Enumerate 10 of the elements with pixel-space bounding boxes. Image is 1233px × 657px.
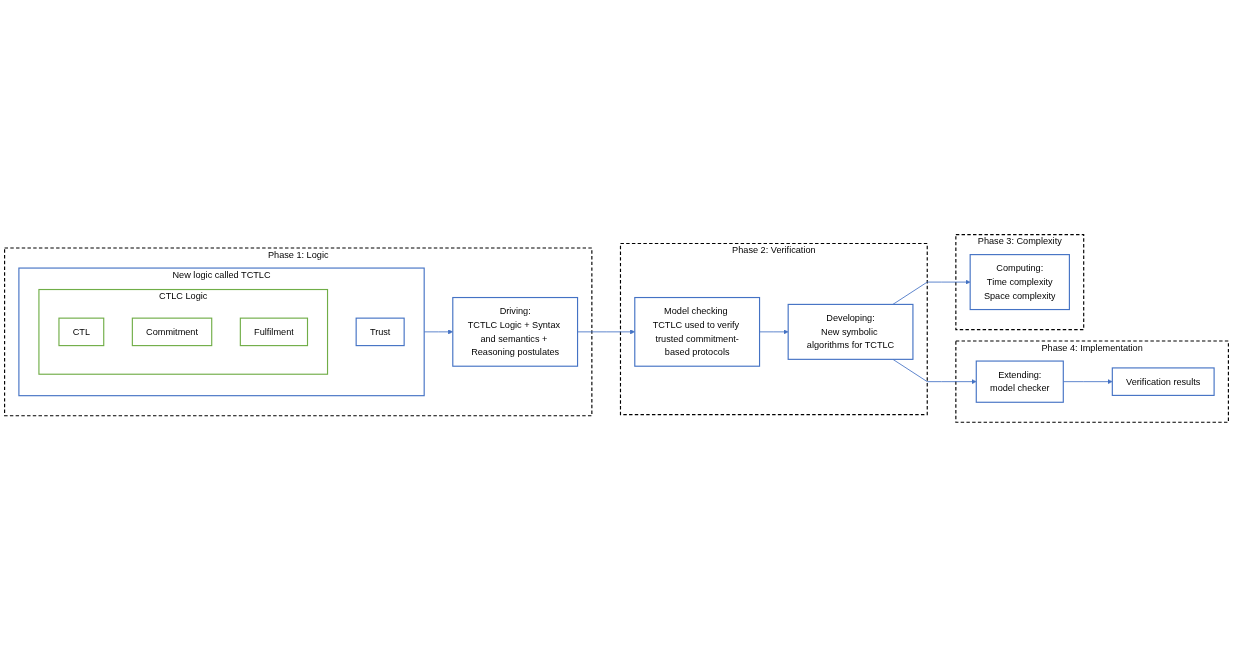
node-box: Fulfilment: [239, 317, 309, 347]
node-box: Trust: [355, 317, 405, 347]
node-box: Developing: New symbolic algorithms for TCTLC: [787, 303, 914, 360]
node-box: Verification results: [1111, 367, 1215, 397]
node-box: Commitment: [131, 317, 213, 347]
node-box: CTL: [58, 317, 105, 347]
node-box: Driving: TCTLC Logic + Syntax and semantics + Reasoning postulates: [452, 297, 579, 367]
node-box: Extending: model checker: [975, 360, 1064, 403]
node-box: Computing: Time complexity Space complexity: [969, 254, 1070, 311]
node-box: Model checking TCTLC used to verify trusted commitment-based protocols: [634, 297, 761, 367]
